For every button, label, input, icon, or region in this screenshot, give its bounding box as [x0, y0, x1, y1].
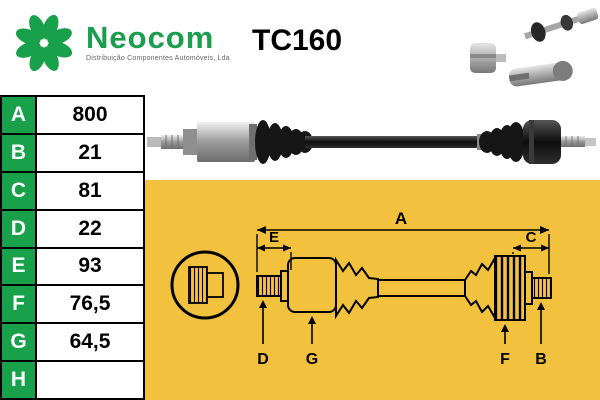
dim-label-e: E [269, 229, 279, 246]
photo-axle-part [524, 7, 599, 42]
spec-row-value: 22 [78, 216, 102, 240]
table-row: F 76,5 [2, 286, 143, 325]
dim-label-g: G [306, 351, 318, 368]
table-row: H [2, 362, 143, 398]
driveshaft-photo [145, 95, 600, 180]
spec-row-letter: H [2, 362, 37, 398]
table-row: E 93 [2, 248, 143, 287]
spec-row-value: 800 [72, 102, 108, 126]
technical-diagram-panel: A E C [145, 180, 600, 400]
table-row: B 21 [2, 134, 143, 173]
brand-tagline: Distribuição Componentes Automóveis, Lda [86, 55, 230, 62]
spec-row-letter: F [2, 286, 37, 323]
spec-row-letter: D [2, 210, 37, 247]
brand-block: Neocom Distribuição Componentes Automóve… [86, 22, 230, 62]
brand-logo-pinwheel-icon [8, 6, 80, 85]
table-row: A 800 [2, 97, 143, 135]
spec-table: A 800 B 21 C 81 D 22 E 93 F 76,5 G 64,5 … [0, 95, 145, 400]
spline-detail-circle [170, 250, 240, 320]
spec-row-value: 64,5 [69, 330, 111, 354]
spec-row-value: 76,5 [69, 292, 111, 316]
dim-label-c: C [526, 229, 537, 246]
product-photos [463, 2, 599, 99]
spec-row-value [37, 362, 143, 398]
table-row: D 22 [2, 210, 143, 249]
spec-row-value: 93 [78, 254, 102, 278]
spec-row-letter: A [2, 97, 37, 133]
brand-name: Neocom [86, 20, 215, 55]
photo-cv-joint-bottom [508, 60, 573, 87]
dimension-e: E [257, 229, 292, 270]
spec-row-letter: G [2, 324, 37, 361]
spec-row-letter: C [2, 172, 37, 209]
dim-label-b: B [535, 351, 547, 368]
dimension-c: C [512, 229, 549, 254]
part-number: TC160 [252, 24, 343, 57]
axle-outline [256, 254, 552, 322]
spec-row-letter: B [2, 134, 37, 171]
spec-row-value: 21 [78, 140, 102, 164]
spec-row-letter: E [2, 248, 37, 285]
dim-label-a: A [395, 209, 407, 228]
photo-cv-joint-left [470, 43, 506, 73]
spec-row-value: 81 [78, 178, 102, 202]
dimension-a: A [256, 209, 550, 274]
dim-label-f: F [500, 351, 510, 368]
technical-diagram: A E C [170, 209, 552, 368]
table-row: G 64,5 [2, 324, 143, 363]
table-row: C 81 [2, 172, 143, 211]
pointer-arrowheads [259, 300, 545, 332]
dim-label-d: D [257, 351, 269, 368]
